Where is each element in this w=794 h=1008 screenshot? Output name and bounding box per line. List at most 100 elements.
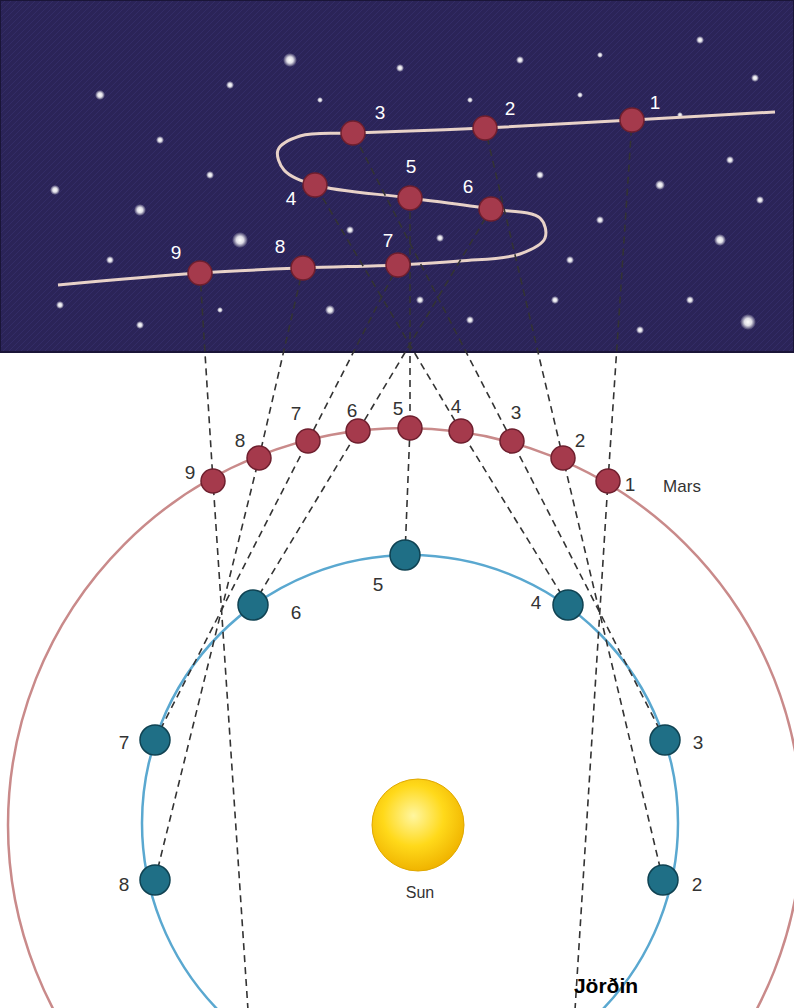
star [106, 256, 114, 264]
mars-dot [398, 416, 422, 440]
mars-number: 8 [235, 431, 246, 450]
sky-number: 5 [406, 157, 417, 176]
mars-dot [296, 429, 320, 453]
sky-mars-dot [341, 121, 365, 145]
star [416, 296, 424, 304]
star [232, 232, 248, 248]
mars-orbit [8, 428, 794, 1008]
mars-number: 7 [291, 404, 302, 423]
earth-number: 7 [119, 733, 130, 752]
sky-panel [0, 0, 794, 352]
star [655, 180, 665, 190]
star [516, 56, 524, 64]
sky-mars-dot [620, 108, 644, 132]
star [686, 296, 694, 304]
star [325, 305, 335, 315]
star [317, 97, 323, 103]
mars-dots [201, 416, 620, 493]
sight-line [155, 268, 303, 880]
earth-number: 2 [692, 875, 703, 894]
star [436, 234, 444, 242]
star [596, 216, 604, 224]
sky-number: 8 [275, 237, 286, 256]
sun-name: Sun [406, 885, 434, 901]
sight-line [315, 185, 568, 605]
star [50, 185, 60, 195]
earth-dot [140, 865, 170, 895]
sky-mars-dot [188, 261, 212, 285]
sight-line [485, 128, 663, 880]
planet-name: Mars [663, 478, 701, 495]
earth-number: 3 [693, 733, 704, 752]
sun [372, 779, 464, 871]
mars-number: 9 [185, 463, 196, 482]
star [396, 64, 404, 72]
sky-number: 1 [650, 93, 661, 112]
mars-dot [551, 446, 575, 470]
sky-number: 6 [463, 177, 474, 196]
stars [50, 36, 764, 334]
sight-line [575, 120, 632, 1008]
star [714, 234, 726, 246]
mars-number: 6 [347, 401, 358, 420]
mars-number: 3 [511, 403, 522, 422]
sight-line [155, 265, 398, 740]
earth-dot [238, 590, 268, 620]
mars-dot [346, 419, 370, 443]
earth-dot [140, 725, 170, 755]
sky-number: 4 [286, 189, 297, 208]
earth-number: 6 [291, 603, 302, 622]
star [756, 196, 764, 204]
mars-dot [201, 469, 225, 493]
star [283, 53, 297, 67]
earth-dot [553, 590, 583, 620]
star [217, 307, 223, 313]
sky-mars-dot [291, 256, 315, 280]
star [597, 52, 603, 58]
sky-number: 9 [171, 243, 182, 262]
star [566, 256, 574, 264]
star [726, 156, 734, 164]
sight-line [405, 198, 410, 555]
star [56, 301, 64, 309]
earth-number: 5 [373, 575, 384, 594]
sky-number: 2 [505, 99, 516, 118]
star [346, 226, 354, 234]
star [467, 97, 473, 103]
earth-dot [390, 540, 420, 570]
mars-dot [500, 429, 524, 453]
sight-lines [155, 120, 665, 1008]
apparent-path [58, 112, 775, 285]
earth-number: 4 [531, 593, 542, 612]
mars-dot [596, 469, 620, 493]
earth-number: 8 [119, 875, 130, 894]
star [696, 36, 704, 44]
star [577, 92, 583, 98]
mars-number: 4 [451, 397, 462, 416]
sight-line [353, 133, 665, 740]
star [466, 316, 474, 324]
star [95, 90, 105, 100]
star [551, 296, 559, 304]
sky-mars-dots [188, 108, 644, 285]
sky-mars-dot [398, 186, 422, 210]
mars-number: 1 [625, 475, 636, 494]
earth-dots [140, 540, 680, 895]
sky-number: 3 [375, 103, 386, 122]
star [206, 171, 214, 179]
earth-name: Jörðin [574, 975, 638, 996]
earth-dot [648, 865, 678, 895]
star [751, 74, 759, 82]
star [136, 321, 144, 329]
sight-line [200, 273, 248, 1008]
mars-dot [247, 446, 271, 470]
sky-mars-dot [479, 197, 503, 221]
mars-number: 5 [393, 399, 404, 418]
star [134, 204, 146, 216]
star [226, 81, 234, 89]
mars-dot [449, 419, 473, 443]
earth-dot [650, 725, 680, 755]
sky-number: 7 [383, 231, 394, 250]
